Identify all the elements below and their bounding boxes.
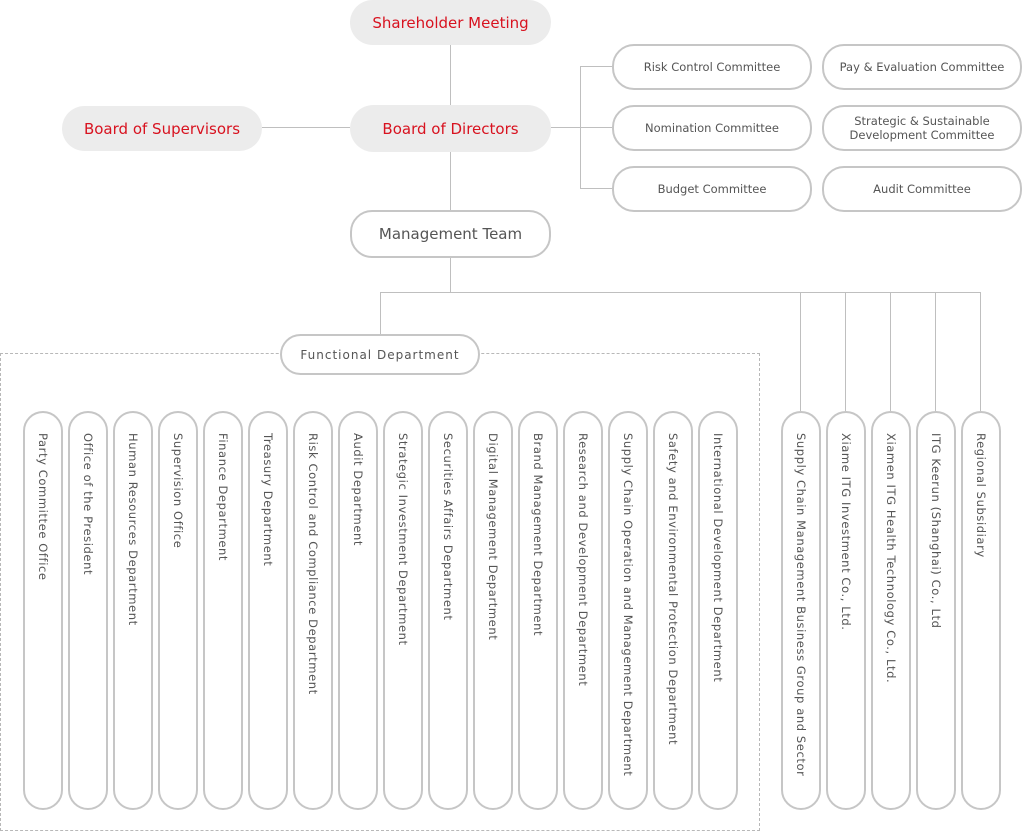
department-pill: International Development Department [698,411,738,810]
department-label: Securities Affairs Department [441,433,455,621]
connector-subsidiary-drop-2 [845,292,846,411]
department-label: Research and Development Department [576,433,590,687]
department-pill: Supply Chain Operation and Management De… [608,411,648,810]
department-pill: Party Committee Office [23,411,63,810]
department-pill: Treasury Department [248,411,288,810]
committee-risk-control: Risk Control Committee [612,44,812,90]
connector-subsidiary-drop-1 [800,292,801,411]
department-label: Risk Control and Compliance Department [306,433,320,695]
committee-nomination: Nomination Committee [612,105,812,151]
department-label: Supervision Office [171,433,185,549]
management-team-label: Management Team [378,225,523,243]
committee-label: Budget Committee [657,182,767,196]
subsidiary-pill: Regional Subsidiary [961,411,1001,810]
management-team-node: Management Team [350,210,551,258]
connector-functional-drop [380,292,381,334]
connector-board-committees [551,127,581,128]
department-pill: Finance Department [203,411,243,810]
connector-horizontal-bus [380,292,981,293]
committee-audit: Audit Committee [822,166,1022,212]
department-pill: Securities Affairs Department [428,411,468,810]
department-pill: Risk Control and Compliance Department [293,411,333,810]
department-label: International Development Department [711,433,725,683]
department-label: Finance Department [216,433,230,562]
department-label: Audit Department [351,433,365,547]
department-label: Office of the President [81,433,95,576]
committee-strategic-sustainable: Strategic & Sustainable Development Comm… [822,105,1022,151]
department-label: Human Resources Department [126,433,140,626]
functional-department-label: Functional Department [280,334,480,375]
subsidiary-label: Supply Chain Management Business Group a… [794,433,808,777]
department-pill: Digital Management Department [473,411,513,810]
shareholder-meeting-label: Shareholder Meeting [372,13,529,32]
department-pill: Brand Management Department [518,411,558,810]
department-label: Party Committee Office [36,433,50,581]
board-of-supervisors-node: Board of Supervisors [62,106,262,151]
department-pill: Strategic Investment Department [383,411,423,810]
department-label: Strategic Investment Department [396,433,410,646]
department-label: Digital Management Department [486,433,500,641]
connector-supervisors-board [262,127,350,128]
department-label: Supply Chain Operation and Management De… [621,433,635,777]
subsidiary-label: Xiame ITG Investment Co., Ltd. [839,433,853,631]
board-of-directors-node: Board of Directors [350,105,551,152]
subsidiary-pill: Xiamen ITG Health Technology Co., Ltd. [871,411,911,810]
connector-subsidiary-drop-3 [890,292,891,411]
connector-subsidiary-drop-4 [935,292,936,411]
connector-committee-row-3 [580,188,612,189]
department-pill: Supervision Office [158,411,198,810]
committee-label: Pay & Evaluation Committee [839,60,1005,74]
board-of-directors-label: Board of Directors [382,119,519,138]
department-pill: Safety and Environmental Protection Depa… [653,411,693,810]
connector-subsidiary-drop-5 [980,292,981,411]
committee-label: Audit Committee [873,182,971,196]
connector-management-down [450,258,451,292]
department-pill: Research and Development Department [563,411,603,810]
shareholder-meeting-node: Shareholder Meeting [350,0,551,45]
subsidiary-pill: Supply Chain Management Business Group a… [781,411,821,810]
department-pill: Office of the President [68,411,108,810]
department-label: Safety and Environmental Protection Depa… [666,433,680,746]
connector-board-management [450,152,451,210]
board-of-supervisors-label: Board of Supervisors [83,119,241,138]
subsidiary-pill: Xiame ITG Investment Co., Ltd. [826,411,866,810]
committee-label: Nomination Committee [645,121,779,135]
committee-label: Strategic & Sustainable Development Comm… [849,114,995,142]
subsidiary-pill: ITG Keerun (Shanghai) Co., Ltd [916,411,956,810]
connector-committee-row-1 [580,66,612,67]
committee-pay-evaluation: Pay & Evaluation Committee [822,44,1022,90]
connector-committee-row-2 [580,127,612,128]
committee-label: Risk Control Committee [643,60,781,74]
connector-shareholder-board [450,45,451,105]
committee-budget: Budget Committee [612,166,812,212]
subsidiary-label: Xiamen ITG Health Technology Co., Ltd. [884,433,898,684]
subsidiary-label: Regional Subsidiary [974,433,988,558]
department-label: Brand Management Department [531,433,545,637]
department-pill: Audit Department [338,411,378,810]
subsidiary-label: ITG Keerun (Shanghai) Co., Ltd [929,433,943,629]
department-pill: Human Resources Department [113,411,153,810]
functional-department-text: Functional Department [300,347,460,362]
department-label: Treasury Department [261,433,275,567]
